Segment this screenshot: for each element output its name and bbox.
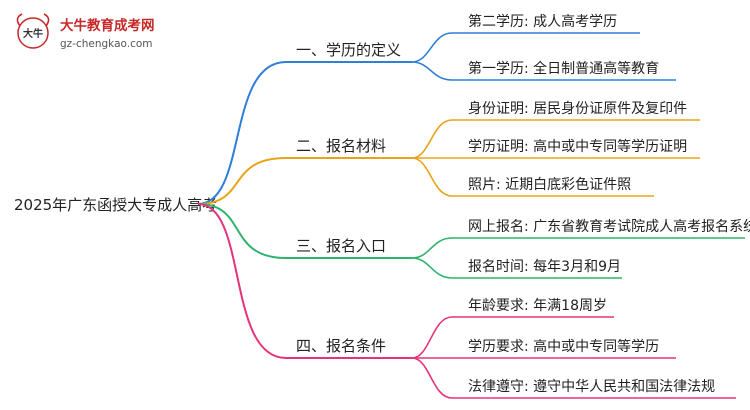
root-topic: 2025年广东函授大专成人高考	[14, 196, 217, 214]
leaf-connector	[411, 32, 453, 63]
leaf-connector	[411, 257, 453, 279]
site-name: 大牛教育成考网	[60, 17, 155, 34]
branch-connector	[197, 203, 287, 259]
site-url: gz-chengkao.com	[60, 38, 153, 50]
leaf-label: 学历证明: 高中或中专同等学历证明	[468, 138, 687, 155]
leaf-label: 学历要求: 高中或中专同等学历	[468, 338, 659, 355]
branch-connector	[197, 203, 287, 359]
branch-label: 一、学历的定义	[296, 41, 401, 59]
leaf-connector	[411, 61, 453, 81]
leaf-connector	[411, 357, 453, 399]
leaf-connector	[411, 119, 453, 159]
leaf-connector	[411, 316, 453, 359]
branch-label: 三、报名入口	[296, 237, 386, 255]
leaf-label: 年龄要求: 年满18周岁	[468, 298, 607, 314]
logo-glyph: 大牛	[23, 27, 43, 40]
branch-connector	[197, 61, 287, 205]
leaf-label: 第一学历: 全日制普通高等教育	[468, 60, 659, 77]
branch-label: 二、报名材料	[296, 137, 386, 155]
site-watermark: 大牛 大牛教育成考网 gz-chengkao.com	[16, 13, 155, 50]
branch-connector	[197, 157, 287, 205]
connector-lines	[197, 32, 745, 399]
leaf-connector	[411, 237, 453, 259]
leaf-label: 网上报名: 广东省教育考试院成人高考报名系统	[468, 218, 750, 235]
leaf-label: 第二学历: 成人高考学历	[468, 13, 617, 30]
branch-label: 四、报名条件	[296, 337, 386, 355]
leaf-label: 报名时间: 每年3月和9月	[468, 259, 621, 275]
leaf-label: 身份证明: 居民身份证原件及复印件	[468, 100, 687, 117]
ox-logo-icon: 大牛	[16, 13, 50, 49]
leaf-connector	[411, 157, 453, 197]
leaf-label: 照片: 近期白底彩色证件照	[468, 176, 631, 193]
leaf-label: 法律遵守: 遵守中华人民共和国法律法规	[468, 378, 715, 395]
